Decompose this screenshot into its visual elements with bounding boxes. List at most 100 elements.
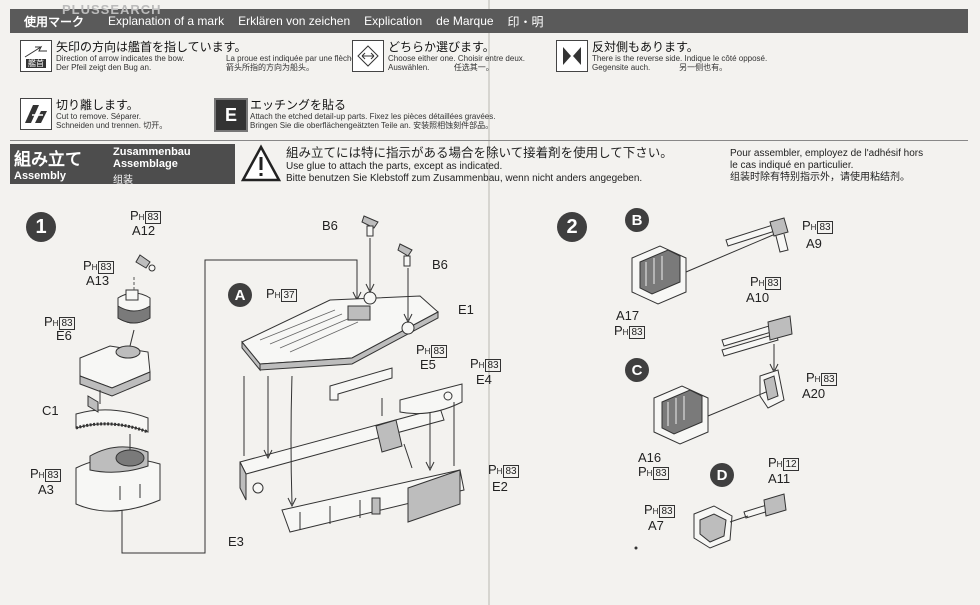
- part-a3-drawing: [75, 446, 161, 512]
- part-e6-drawing: [79, 345, 151, 397]
- label-a20: A20: [802, 386, 826, 401]
- etching-icon: E: [214, 98, 248, 132]
- paint-p: P: [30, 466, 39, 481]
- paint-p: P: [416, 342, 425, 357]
- glue-en-1: Use glue to attach the parts, except as: [286, 161, 457, 172]
- legend-reverse-en-fr: There is the reverse side. Indique le cô…: [592, 54, 952, 63]
- paint-code: 12: [783, 458, 799, 471]
- paint-code: 83: [653, 467, 669, 480]
- paint-code: 83: [45, 469, 61, 482]
- paint-p: P: [266, 286, 275, 301]
- part-e4-drawing: [399, 383, 463, 415]
- legend-cut-cn: 切开。: [143, 121, 168, 130]
- step-2-marker: 2: [557, 212, 587, 242]
- part-a7-drawing: [693, 505, 733, 549]
- part-a12-drawing: [135, 254, 156, 272]
- label-a13: A13: [86, 273, 110, 288]
- glue-instructions: 組み立てには特に指示がある場合を除いて接着剤を使用して下さい。 Use glue…: [286, 146, 726, 185]
- warning-icon: [240, 144, 282, 182]
- legend-cut-de-cn: Schneiden und trennen. 切开。: [56, 121, 416, 130]
- legend-arrow-cn: 箭头所指的方向为船头。: [226, 63, 314, 72]
- paint-code: 83: [503, 465, 519, 478]
- paint-code: 83: [145, 211, 161, 224]
- legend-reverse-cn: 另一侧也有。: [679, 63, 728, 72]
- paint-code: 83: [821, 373, 837, 386]
- paint-p: P: [488, 462, 497, 477]
- glue-en-2: indicated.: [459, 161, 503, 172]
- label-e4: E4: [476, 372, 492, 387]
- label-a17: A17: [616, 308, 640, 323]
- paint-h: H: [91, 263, 98, 272]
- substep-c-marker: C: [625, 358, 649, 382]
- legend-cut-en: Cut to remove.: [56, 112, 109, 121]
- paint-h: H: [38, 471, 45, 480]
- label-a10: A10: [746, 290, 770, 305]
- legend-etch-de-cn: Bringen Sie die oberflächengeätzten Teil…: [250, 121, 610, 130]
- paint-code: 83: [431, 345, 447, 358]
- part-c1-drawing: [75, 395, 149, 434]
- label-c1: C1: [42, 403, 59, 418]
- label-a9: A9: [806, 236, 822, 251]
- paint-h: H: [776, 460, 783, 469]
- paint-p: P: [768, 455, 777, 470]
- part-b6-drawing-1: [361, 215, 379, 237]
- paint-code: 83: [98, 261, 114, 274]
- part-b6-drawing-2: [397, 243, 413, 267]
- paint-h: H: [478, 361, 485, 370]
- legend-arrow-fr: La proue est indiquée par une flèche.: [226, 54, 359, 63]
- paint-h: H: [814, 375, 821, 384]
- paint-h: H: [274, 291, 281, 300]
- legend-etch-en-fr: Attach the etched detail-up parts. Fixez…: [250, 112, 610, 121]
- label-e5: E5: [420, 357, 436, 372]
- paint-p: P: [614, 323, 623, 338]
- legend-etch-en: Attach the etched detail-up parts.: [250, 112, 368, 121]
- legend-reverse-de-cn: Gegensite auch. 另一侧也有。: [592, 63, 952, 72]
- paint-code: 83: [485, 359, 501, 372]
- glue-fr-1: Pour assembler, employez de l'adhésif ho…: [730, 148, 924, 159]
- legend-arrow-de: Der Pfeil zeigt den Bug an.: [56, 63, 152, 72]
- label-a16: A16: [638, 450, 662, 465]
- label-e6: E6: [56, 328, 72, 343]
- assembly-title-cn: 组装: [113, 175, 133, 186]
- assembly-title-fr: Assemblage: [113, 158, 178, 170]
- paint-h: H: [652, 507, 659, 516]
- part-e5-drawing: [329, 367, 393, 401]
- header-title-en: Explanation of a mark: [108, 14, 225, 28]
- legend-reverse-jp: 反対側もあります。: [592, 40, 699, 54]
- legend-choose-cn: 任选其一。: [453, 63, 494, 72]
- legend-cut-de: Schneiden und trennen.: [56, 121, 141, 130]
- paint-p: P: [83, 258, 92, 273]
- part-a11-drawing: [743, 493, 787, 519]
- label-a11: A11: [768, 471, 791, 486]
- legend-arrow-en: Direction of arrow indicates the bow.: [56, 54, 185, 63]
- paint-code: 83: [629, 326, 645, 339]
- cut-icon: [20, 98, 52, 130]
- part-a16-drawing: [653, 385, 709, 445]
- header-title-jp: 使用マーク: [24, 14, 85, 29]
- legend-etch-cn: 安装照相蚀刻件部品。: [413, 121, 494, 130]
- substep-d-marker: D: [710, 463, 734, 487]
- legend-choose-jp: どちらか選びます。: [388, 40, 495, 54]
- paint-h: H: [622, 328, 629, 337]
- assembly-title-en: Assembly: [14, 170, 66, 182]
- legend-arrow-jp: 矢印の方向は艦首を指しています。: [56, 40, 247, 54]
- legend-etch-de: Bringen Sie die oberflächengeätzten Teil…: [250, 121, 411, 130]
- glue-cn: 组装时除有特别指示外，请使用粘结剂。: [730, 172, 910, 183]
- paint-code: 37: [281, 289, 297, 302]
- paint-h: H: [138, 213, 145, 222]
- paint-h: H: [810, 223, 817, 232]
- header-title-fr2: de Marque: [436, 14, 494, 28]
- paint-h: H: [52, 319, 59, 328]
- part-a10-drawing: [721, 315, 793, 357]
- paint-p: P: [806, 370, 815, 385]
- glue-fr-2: le cas indiqué en particulier.: [730, 160, 854, 171]
